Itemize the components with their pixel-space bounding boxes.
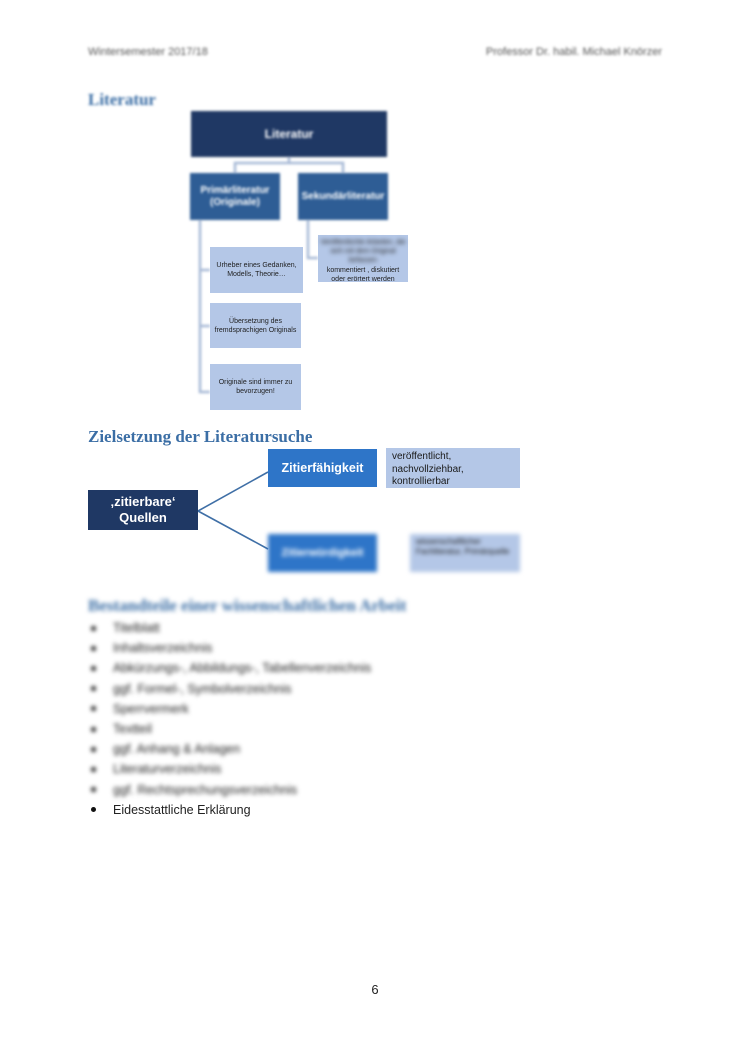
list-item: ggf. Rechtsprechungsverzeichnis <box>88 780 371 800</box>
header-right: Professor Dr. habil. Michael Knörzer <box>485 46 662 58</box>
page-number: 6 <box>371 982 379 997</box>
secondary-item-box: Veröffentlichte Arbeiten, die sich mit d… <box>318 235 408 283</box>
list-item: Eidesstattliche Erklärung <box>88 800 371 820</box>
section-title-literatur: Literatur <box>88 90 156 109</box>
list-item: Titelblatt <box>88 618 371 638</box>
list-item: ggf. Formel-, Symbolverzeichnis <box>88 679 371 699</box>
list-item: Abkürzungs-, Abbildungs-, Tabellenverzei… <box>88 658 371 678</box>
header-left: Wintersemester 2017/18 <box>88 46 208 58</box>
primary-item-author: Urheber eines Gedanken, Modells, Theorie… <box>210 247 303 293</box>
list-item: Inhaltsverzeichnis <box>88 638 371 658</box>
list-item: Textteil <box>88 719 371 739</box>
criterion-worthy-detail: wissenschaftlicher Fachliteratur, Primär… <box>410 534 520 572</box>
literatur-root-box: Literatur <box>191 111 387 157</box>
criterion-citable-detail: veröffentlicht, nachvollziehbar, kontrol… <box>386 448 520 488</box>
list-item: Literaturverzeichnis <box>88 759 371 779</box>
secondary-item-lead: Veröffentlichte Arbeiten, die sich mit d… <box>320 239 406 264</box>
components-list: Titelblatt Inhaltsverzeichnis Abkürzungs… <box>88 618 371 820</box>
list-item: Sperrvermerk <box>88 699 371 719</box>
section-title-zielsetzung: Zielsetzung der Literatursuche <box>88 427 313 446</box>
secondary-item-text: kommentiert , diskutiert oder erörtert w… <box>326 267 400 283</box>
criterion-worthy-box: Zitierwürdigkeit <box>268 534 377 572</box>
primary-item-translation: Übersetzung des fremdsprachigen Original… <box>210 303 301 348</box>
secondary-literature-box: Sekundärliteratur <box>298 173 388 220</box>
criterion-citable-box: Zitierfähigkeit <box>268 449 377 487</box>
primary-literature-box: Primärliteratur (Originale) <box>190 173 280 220</box>
primary-item-originals: Originale sind immer zu bevorzugen! <box>210 364 301 410</box>
list-item: ggf. Anhang & Anlagen <box>88 739 371 759</box>
source-box: ‚zitierbare‘ Quellen <box>88 490 198 530</box>
section-title-bestandteile: Bestandteile einer wissenschaftlichen Ar… <box>88 596 407 615</box>
